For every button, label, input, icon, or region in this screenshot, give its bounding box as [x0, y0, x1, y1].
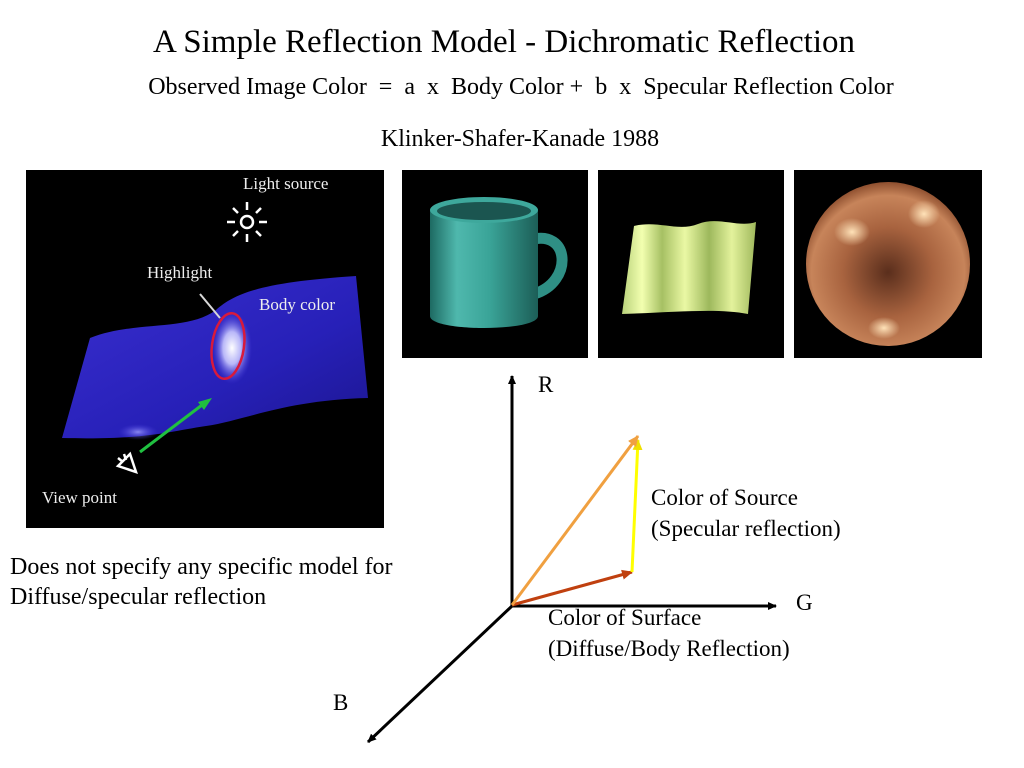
eye-icon	[115, 451, 138, 474]
mug-image	[402, 170, 588, 358]
equation: Observed Image Color = a x Body Color + …	[148, 74, 894, 100]
specular-vector	[630, 439, 643, 573]
source-label-1: Color of Source	[651, 485, 798, 510]
surface-label-1: Color of Surface	[548, 605, 702, 630]
axis-label-r: R	[538, 372, 554, 397]
wavy-sheet-image	[598, 170, 784, 358]
sum-vector	[510, 435, 640, 606]
label-light-source: Light source	[243, 174, 328, 193]
note-text: Does not specify any specific model for …	[10, 552, 490, 612]
sphere-image	[794, 170, 982, 358]
axis-label-g: G	[796, 590, 813, 615]
sun-icon	[227, 202, 267, 242]
label-highlight: Highlight	[147, 263, 212, 282]
source-label-2: (Specular reflection)	[651, 516, 841, 541]
illustration-canvas: Light source Highlight Body color View p…	[42, 174, 368, 507]
highlight-marker	[210, 311, 246, 381]
highlight-glow	[212, 312, 252, 384]
label-body-color: Body color	[259, 295, 335, 314]
note-line-2: Diffuse/specular reflection	[10, 584, 267, 610]
body-vector	[511, 569, 633, 607]
reflection-illustration: Light source Highlight Body color View p…	[26, 170, 384, 528]
surface-label-2: (Diffuse/Body Reflection)	[548, 636, 790, 661]
note-line-1: Does not specify any specific model for	[10, 554, 393, 580]
b-axis	[366, 604, 514, 744]
citation: Klinker-Shafer-Kanade 1988	[380, 126, 660, 152]
axis-label-b: B	[333, 690, 349, 715]
slide-title: A Simple Reflection Model - Dichromatic …	[153, 24, 855, 60]
label-view-point: View point	[42, 488, 117, 507]
